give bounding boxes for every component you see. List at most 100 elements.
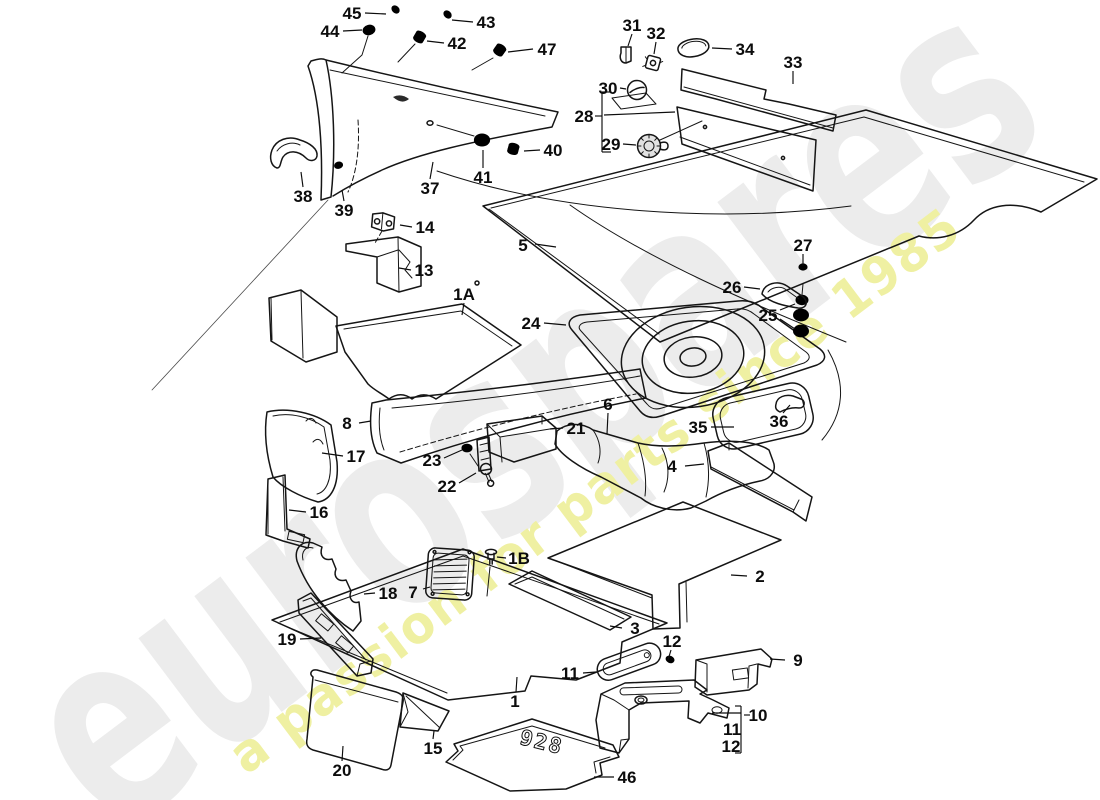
part-18-panel bbox=[295, 541, 362, 632]
callout-19: 19 bbox=[278, 630, 297, 649]
callout-15: 15 bbox=[424, 739, 443, 758]
callout-11: 11 bbox=[561, 664, 579, 683]
grommet-41 bbox=[473, 133, 491, 147]
part-14-clip bbox=[370, 212, 396, 232]
screw-12 bbox=[659, 654, 676, 677]
leader-line-6 bbox=[606, 412, 609, 435]
leader-line-2 bbox=[730, 574, 748, 577]
knurl-nut-25b bbox=[793, 324, 809, 338]
leader-line-17 bbox=[321, 452, 344, 457]
leader-line-32 bbox=[653, 41, 657, 55]
part-30-cap bbox=[626, 79, 648, 101]
callout-29: 29 bbox=[602, 135, 621, 154]
callout-35: 35 bbox=[689, 418, 708, 437]
leader-line-38 bbox=[300, 171, 304, 188]
leader-line-44 bbox=[342, 29, 363, 32]
leader-line-40 bbox=[523, 149, 541, 152]
fit-line-41 bbox=[436, 124, 475, 137]
part-9-channel bbox=[694, 648, 773, 696]
leader-line-1 bbox=[515, 676, 518, 693]
plug-22 bbox=[479, 462, 495, 488]
leader-line-14 bbox=[399, 224, 413, 228]
part-16-bracket bbox=[265, 474, 311, 549]
leader-line-12 bbox=[667, 649, 672, 661]
part-5-trunk-mat bbox=[482, 109, 1098, 343]
callout-5: 5 bbox=[518, 236, 527, 255]
screw-39 bbox=[333, 160, 348, 183]
callout-47: 47 bbox=[538, 40, 557, 59]
callout-18: 18 bbox=[379, 584, 398, 603]
part-32-nut bbox=[642, 54, 664, 72]
screw-43 bbox=[432, 8, 454, 30]
part-17-flap bbox=[264, 409, 339, 503]
part-shapes-layer: 928 bbox=[151, 3, 1098, 792]
leader-line-43 bbox=[451, 19, 474, 23]
part-29-knob bbox=[636, 133, 669, 159]
callout-4: 4 bbox=[667, 457, 677, 476]
callout-30: 30 bbox=[599, 79, 618, 98]
body-reference-line bbox=[151, 199, 329, 391]
leader-line-13 bbox=[398, 267, 412, 271]
fit-line-42 bbox=[397, 43, 416, 63]
callout-27: 27 bbox=[794, 236, 813, 255]
leader-line-47 bbox=[507, 48, 534, 53]
leader-line-16 bbox=[288, 509, 307, 513]
callout-39: 39 bbox=[335, 201, 354, 220]
fit-line-27 bbox=[801, 283, 804, 296]
callout-10: 10 bbox=[749, 706, 768, 725]
part-10-bracket bbox=[595, 679, 730, 754]
leader-line-42 bbox=[426, 40, 445, 44]
part-19-sill bbox=[297, 592, 374, 677]
leader-line-20 bbox=[341, 745, 344, 762]
body-curve-lower bbox=[569, 204, 847, 343]
clipnut-47 bbox=[491, 42, 508, 59]
leader-line-39 bbox=[341, 189, 345, 202]
leader-line-36 bbox=[782, 404, 791, 414]
knurl-nut-25a bbox=[793, 308, 809, 322]
leader-line-22 bbox=[458, 472, 477, 484]
fit-line-22 bbox=[469, 453, 479, 467]
callout-36: 36 bbox=[770, 412, 789, 431]
part-37-a-pillar-trim bbox=[307, 58, 559, 201]
part-38-grab-handle bbox=[269, 137, 318, 169]
part-24-spare-wheel-cover bbox=[568, 300, 826, 419]
part-1a-side-wall bbox=[268, 289, 338, 363]
part-34-cover bbox=[677, 38, 710, 58]
callout-8: 8 bbox=[342, 414, 351, 433]
callout-28: 28 bbox=[575, 107, 594, 126]
part-28-panel bbox=[676, 106, 817, 192]
callout-21: 21 bbox=[567, 419, 586, 438]
body-curve-upper bbox=[436, 170, 852, 215]
leader-line-18 bbox=[363, 592, 376, 595]
callout-32: 32 bbox=[647, 24, 666, 43]
fit-line-13 bbox=[374, 230, 383, 244]
fit-line-44 bbox=[341, 35, 369, 74]
leader-line-25 bbox=[779, 318, 796, 330]
leader-line-31 bbox=[627, 33, 633, 47]
leader-line-30 bbox=[619, 87, 627, 90]
part-31-clip bbox=[619, 46, 632, 64]
fit-line-29 bbox=[659, 120, 703, 141]
fit-line-47 bbox=[471, 57, 494, 71]
leader-line-45 bbox=[364, 12, 387, 15]
leader-line-21 bbox=[549, 427, 564, 430]
callout-45: 45 bbox=[343, 4, 362, 23]
callout-40: 40 bbox=[544, 141, 563, 160]
leader-line-26 bbox=[743, 286, 761, 290]
callout-17: 17 bbox=[347, 447, 366, 466]
part-3-strip bbox=[508, 570, 632, 631]
clipnut-40 bbox=[506, 141, 521, 157]
leader-line-3 bbox=[609, 625, 623, 629]
leader-line-23 bbox=[443, 449, 463, 459]
callout-7: 7 bbox=[408, 583, 417, 602]
leader-line-9 bbox=[769, 658, 786, 661]
grommet-23 bbox=[461, 443, 473, 453]
leader-line-1A bbox=[461, 302, 465, 316]
leader-line-34 bbox=[711, 47, 733, 50]
callout-2: 2 bbox=[755, 567, 764, 586]
callout-12: 12 bbox=[722, 737, 741, 756]
callout-9: 9 bbox=[793, 651, 802, 670]
